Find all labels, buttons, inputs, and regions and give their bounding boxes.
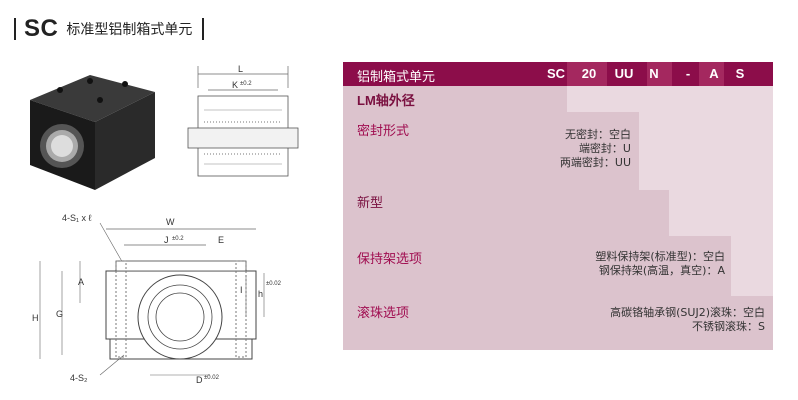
code-sc: SC xyxy=(546,66,566,81)
dim-A: A xyxy=(78,277,84,287)
seal-options: 无密封：空白 端密封：U 两端密封：UU xyxy=(560,128,631,170)
dim-h-tol: ±0.02 xyxy=(266,281,282,287)
title-code: SC xyxy=(24,15,59,42)
cage-option-plastic: 塑料保持架(标准型)：空白 xyxy=(595,250,725,263)
dim-h: h xyxy=(258,289,263,299)
seal-option-uu: 两端密封：UU xyxy=(559,156,631,169)
order-code-table: 铝制箱式单元 SC 20 UU N - A S LM轴外径 密封形式 无密封：空… xyxy=(343,62,773,350)
header-highlight-20 xyxy=(567,62,607,86)
dim-D-tol: ±0.02 xyxy=(204,375,220,381)
seal-option-none: 无密封：空白 xyxy=(565,128,631,141)
label-cage: 保持架选项 xyxy=(357,252,423,267)
seal-option-u: 端密封：U xyxy=(578,142,631,155)
label-ball: 滚珠选项 xyxy=(357,306,410,321)
code-n: N xyxy=(649,66,659,81)
title-bar-right xyxy=(202,18,205,40)
dim-H: H xyxy=(32,313,39,323)
cage-option-steel: 钢保持架(高温，真空)：A xyxy=(598,264,725,277)
step-seal xyxy=(639,112,773,190)
code-uu: UU xyxy=(614,66,634,81)
code-s: S xyxy=(735,66,745,81)
header-label: 铝制箱式单元 xyxy=(357,70,436,85)
ball-option-suj2: 高碳铬轴承钢(SUJ2)滚珠：空白 xyxy=(610,306,765,319)
ball-option-stainless: 不锈钢滚珠：S xyxy=(692,320,765,333)
code-dash: - xyxy=(685,66,691,81)
step-cage xyxy=(731,236,773,296)
dim-J-tol: ±0.2 xyxy=(172,236,184,242)
step-lm xyxy=(567,86,773,112)
label-seal: 密封形式 xyxy=(357,124,410,139)
dim-J: J xyxy=(164,235,169,245)
code-a: A xyxy=(709,66,719,81)
front-view-drawing: 4-S₁ x ℓ W J ±0.2 E A G H I h ±0.02 4-S₂… xyxy=(32,213,282,385)
dim-bottom-holes: 4-S₂ xyxy=(70,373,88,383)
dim-W: W xyxy=(166,217,175,227)
dim-K-tol: ±0.2 xyxy=(240,81,252,87)
ball-options: 高碳铬轴承钢(SUJ2)滚珠：空白 不锈钢滚珠：S xyxy=(610,306,765,334)
side-view-drawing: L K ±0.2 xyxy=(187,64,299,177)
dim-I: I xyxy=(240,285,243,295)
code-20: 20 xyxy=(581,66,597,81)
dim-D: D xyxy=(196,375,203,385)
table-header: 铝制箱式单元 SC 20 UU N - A S xyxy=(343,62,773,86)
dim-E: E xyxy=(218,235,224,245)
header-highlight-n xyxy=(647,62,672,86)
dim-holes: 4-S₁ x ℓ xyxy=(62,213,93,223)
label-new-type: 新型 xyxy=(357,196,384,211)
page-title: SC 标准型铝制箱式单元 xyxy=(14,14,205,44)
title-subtitle: 标准型铝制箱式单元 xyxy=(66,22,193,38)
header-highlight-a xyxy=(699,62,724,86)
cage-options: 塑料保持架(标准型)：空白 钢保持架(高温，真空)：A xyxy=(595,250,725,278)
title-bar-left xyxy=(14,18,16,40)
label-lm-axis: LM轴外径 xyxy=(357,93,415,108)
step-new xyxy=(669,190,773,236)
dim-K: K xyxy=(232,80,238,90)
product-image xyxy=(30,75,155,190)
dim-L: L xyxy=(238,64,243,74)
dim-G: G xyxy=(56,309,63,319)
